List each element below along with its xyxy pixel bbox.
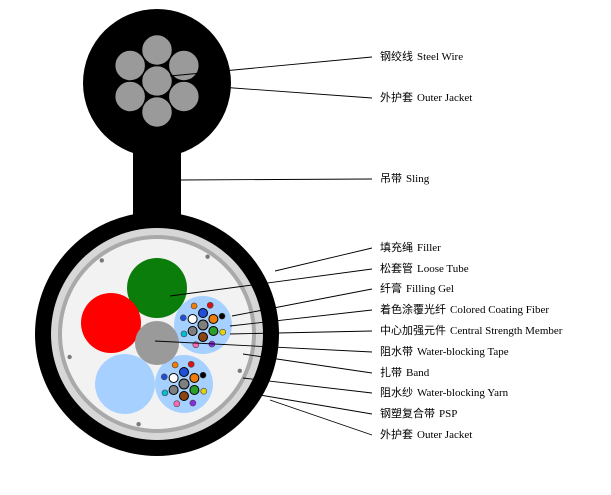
colored-fiber xyxy=(173,400,181,408)
leader-psp xyxy=(247,392,373,415)
leader-colored-fiber xyxy=(229,309,373,327)
water-blocking-yarn-dot xyxy=(237,368,242,373)
colored-fiber xyxy=(180,330,188,338)
colored-fiber xyxy=(179,367,189,377)
water-blocking-yarn-dot xyxy=(205,254,210,259)
leader-outer-jacket-bottom xyxy=(269,399,373,436)
colored-fiber xyxy=(189,373,200,383)
steel-wire xyxy=(167,80,201,113)
colored-fiber xyxy=(178,378,190,390)
colored-fiber xyxy=(179,314,187,322)
steel-wire-center xyxy=(140,64,174,98)
filler-green xyxy=(127,258,187,318)
filler-lightblue xyxy=(95,354,155,414)
colored-fiber xyxy=(168,373,179,383)
steel-wire xyxy=(140,95,174,129)
leader-loose-tube xyxy=(169,268,373,297)
water-blocking-yarn-dot xyxy=(136,421,141,427)
colored-fiber xyxy=(187,326,198,336)
central-strength-member xyxy=(135,321,179,365)
leader-steel-wire xyxy=(169,56,373,77)
colored-fiber xyxy=(208,326,219,336)
colored-fiber xyxy=(189,399,197,407)
leader-water-block-tape xyxy=(154,340,373,353)
steel-wire xyxy=(113,80,147,113)
filler-red xyxy=(81,293,141,353)
colored-fiber xyxy=(208,314,219,324)
colored-fiber xyxy=(161,389,169,397)
colored-fiber xyxy=(200,387,208,395)
leader-sling xyxy=(179,178,373,181)
sling-neck xyxy=(133,140,181,220)
colored-fiber xyxy=(206,301,214,309)
water-blocking-yarn-dot xyxy=(67,354,72,360)
leader-central-member xyxy=(229,330,373,335)
colored-fiber xyxy=(219,328,227,336)
colored-fiber xyxy=(187,314,198,324)
colored-fiber xyxy=(160,373,168,381)
leader-filling-gel xyxy=(231,288,373,317)
leader-filler xyxy=(274,247,373,272)
leader-band xyxy=(242,353,373,374)
steel-wire xyxy=(113,49,147,82)
steel-wire xyxy=(167,49,201,82)
colored-fiber xyxy=(189,385,200,395)
colored-fiber xyxy=(179,391,189,401)
colored-fiber xyxy=(171,361,179,369)
colored-fiber xyxy=(168,385,179,395)
colored-fiber xyxy=(187,360,195,368)
colored-fiber xyxy=(197,319,209,331)
colored-fiber xyxy=(199,371,207,379)
steel-wire xyxy=(140,33,174,67)
colored-fiber xyxy=(218,312,226,320)
leader-water-block-yarn xyxy=(242,377,373,394)
leader-outer-jacket-top xyxy=(219,86,373,99)
colored-fiber xyxy=(190,302,198,310)
colored-fiber xyxy=(198,308,208,318)
water-blocking-yarn-dot xyxy=(99,258,105,263)
colored-fiber xyxy=(198,332,208,342)
